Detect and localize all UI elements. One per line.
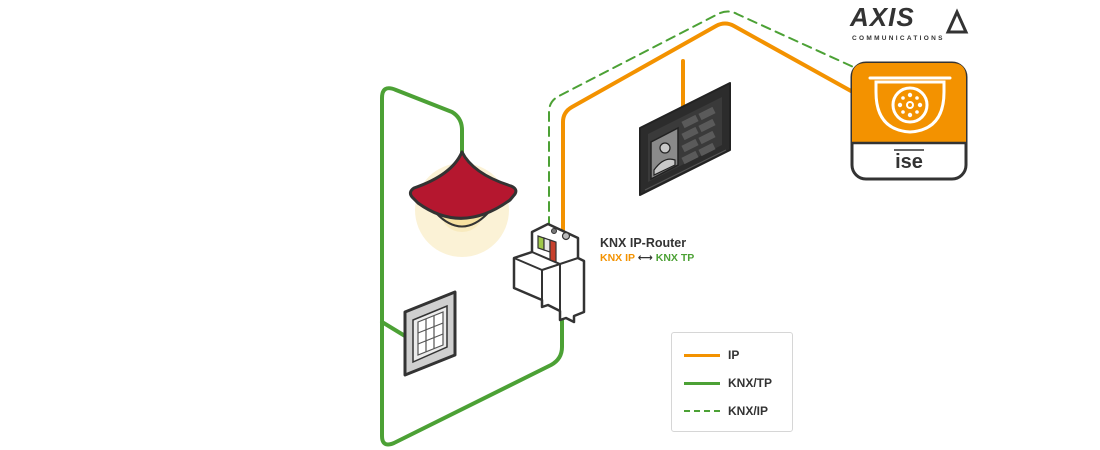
axis-logo-icon: [945, 8, 969, 34]
axis-logo-text: AXIS: [850, 2, 915, 32]
legend-label-knx-tp: KNX/TP: [728, 376, 773, 390]
knx-ip-router-icon: [512, 222, 586, 324]
router-protocols: KNX IP ⟷ KNX TP: [600, 252, 694, 264]
ise-camera-device-icon: ise: [850, 61, 968, 181]
legend-line-knx-ip: [684, 410, 720, 412]
legend-label-ip: IP: [728, 348, 740, 362]
legend-line-ip: [684, 353, 720, 357]
router-protocol-ip: KNX IP: [600, 252, 635, 264]
touch-panel-icon: [639, 82, 731, 196]
knx-tp-bus-line: [380, 86, 564, 447]
legend-item-ip: IP: [684, 347, 739, 363]
ise-device-label: ise: [895, 151, 923, 173]
axis-logo-subtext: COMMUNICATIONS: [852, 35, 945, 42]
router-protocol-tp: KNX TP: [655, 252, 695, 264]
legend: IP KNX/TP KNX/IP: [671, 332, 793, 432]
router-title: KNX IP-Router: [600, 236, 687, 250]
legend-line-knx-tp: [684, 381, 720, 385]
wall-switch-icon: [403, 290, 457, 377]
legend-label-knx-ip: KNX/IP: [728, 404, 769, 418]
legend-item-knx-tp: KNX/TP: [684, 375, 772, 391]
ip-line: [561, 21, 862, 232]
legend-item-knx-ip: KNX/IP: [684, 403, 768, 419]
ceiling-lamp-icon: [408, 150, 518, 257]
router-label: KNX IP-Router KNX IP ⟷ KNX TP: [600, 236, 694, 264]
knx-tp-switch-branch: [380, 320, 407, 338]
router-protocol-arrow: ⟷: [637, 252, 653, 264]
axis-logo: AXIS COMMUNICATIONS: [850, 2, 970, 46]
